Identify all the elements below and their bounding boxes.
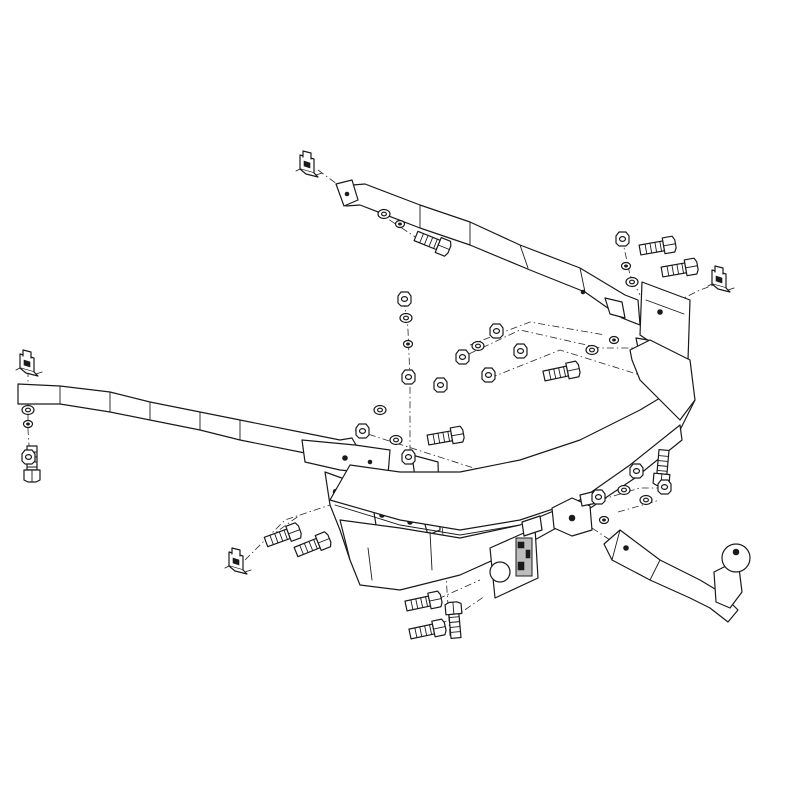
washer [399, 312, 413, 324]
washer [639, 494, 653, 506]
clip-nut [295, 150, 323, 178]
washer [21, 404, 35, 416]
hex-nut [489, 323, 504, 339]
hex-nut [455, 349, 470, 365]
hex-nut [397, 291, 412, 307]
lock-washer [620, 261, 632, 271]
clip-nut [224, 547, 252, 575]
bolt [403, 590, 444, 615]
tow-ball [713, 543, 751, 609]
washer [377, 208, 391, 220]
hex-nut [481, 367, 496, 383]
washer [585, 344, 599, 356]
hex-nut [615, 231, 630, 247]
hex-nut [355, 423, 370, 439]
clip-nut [15, 349, 43, 377]
hex-nut [401, 369, 416, 385]
tow-ball-neck [603, 529, 739, 623]
hex-nut [513, 343, 528, 359]
lock-washer [394, 219, 406, 229]
lock-washer [608, 335, 620, 345]
washer [373, 404, 387, 416]
hex-nut [591, 489, 606, 505]
hex-nut [657, 479, 672, 495]
washer [625, 276, 639, 288]
electrical-socket-plate [489, 515, 543, 599]
bolt [407, 618, 448, 643]
bolt [444, 600, 465, 640]
washer [471, 340, 485, 352]
clip-nut [707, 265, 735, 293]
lock-washer [402, 339, 414, 349]
upper-side-rail [335, 179, 641, 326]
hex-nut [401, 449, 416, 465]
bolt [638, 235, 678, 259]
lock-washer [598, 515, 610, 525]
bolt [660, 257, 700, 281]
bolt [426, 425, 466, 449]
hex-nut [629, 463, 644, 479]
bolt [262, 521, 304, 551]
washer [389, 434, 403, 446]
bolt [541, 360, 582, 385]
hex-nut [433, 377, 448, 393]
washer [617, 484, 631, 496]
lock-washer [22, 419, 34, 429]
hex-nut [21, 449, 36, 465]
left-side-rail [17, 383, 391, 476]
